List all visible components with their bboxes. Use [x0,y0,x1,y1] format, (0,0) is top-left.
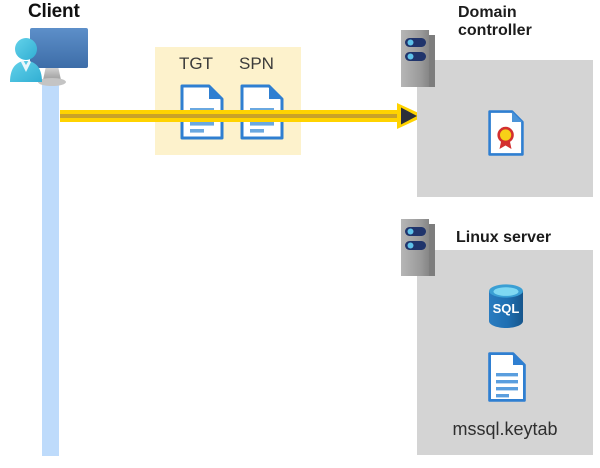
certificate-document-icon [488,110,524,161]
user-monitor-icon [8,24,94,90]
domain-controller-title: Domain controller [458,4,532,40]
tgt-label: TGT [179,54,213,73]
keytab-filename-label: mssql.keytab [452,419,558,439]
linux-server-title: Linux server [456,229,552,246]
sql-icon-text: SQL [493,301,520,316]
linux-server-server-icon [401,219,435,276]
keytab-document-icon [488,352,526,407]
client-lifeline [42,84,59,456]
request-arrow [60,103,425,131]
sql-database-icon: SQL [487,283,525,334]
client-title: Client [28,1,80,22]
domain-controller-server-icon [401,30,435,87]
spn-label: SPN [239,54,274,73]
